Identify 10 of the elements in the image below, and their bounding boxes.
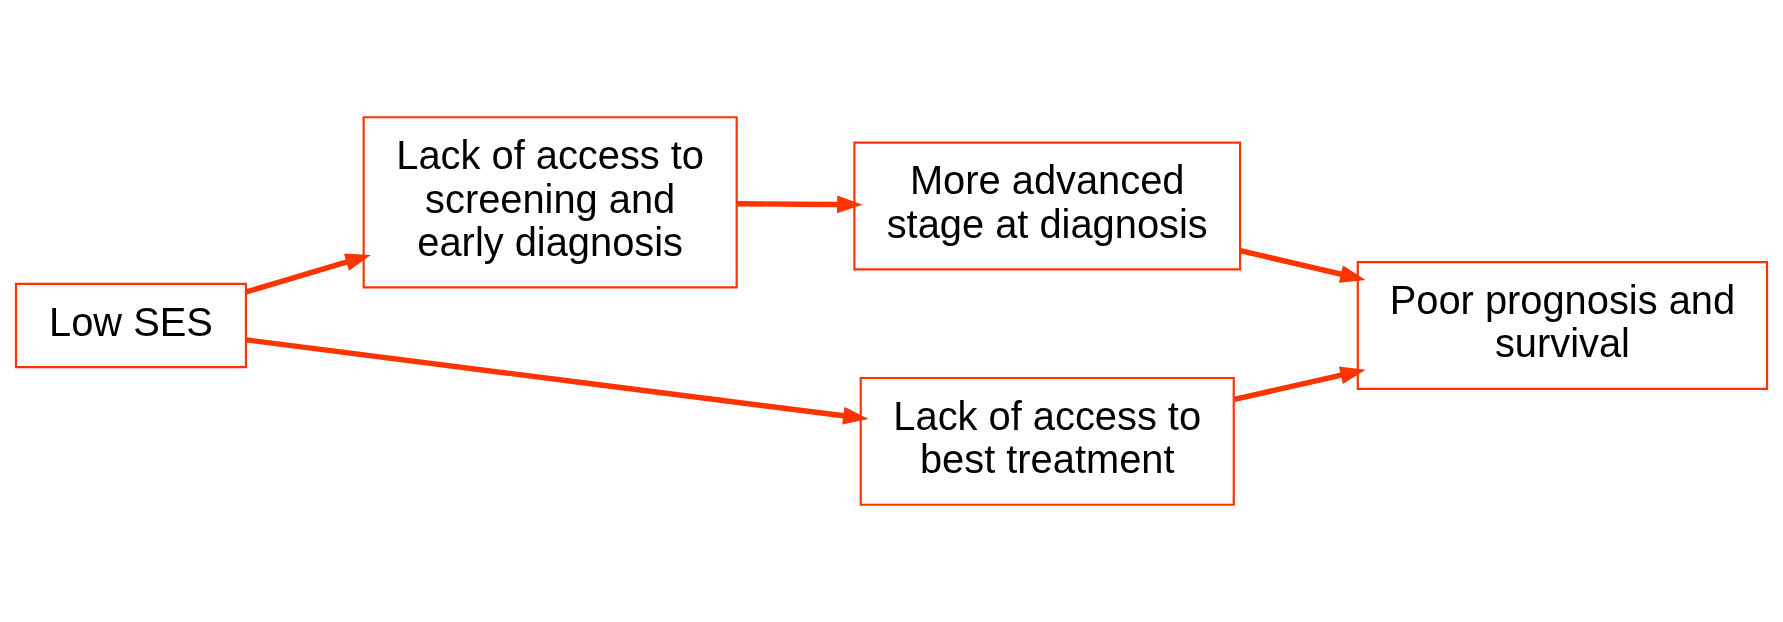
node-box: More advanced stage at diagnosis xyxy=(853,141,1242,271)
arrow xyxy=(1233,366,1366,402)
arrow xyxy=(737,195,863,214)
node-box: Lack of access to screening and early diagnosis xyxy=(362,116,738,289)
node-box: Poor prognosis and survival xyxy=(1356,261,1769,390)
node-box: Lack of access to best treatment xyxy=(859,376,1235,506)
arrow xyxy=(245,337,869,425)
node-box: Low SES xyxy=(14,282,248,369)
arrow xyxy=(245,253,371,295)
arrow xyxy=(1239,248,1366,283)
